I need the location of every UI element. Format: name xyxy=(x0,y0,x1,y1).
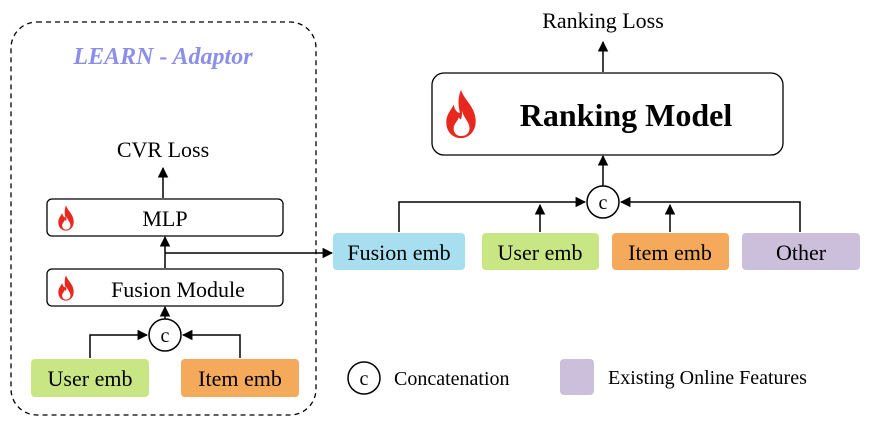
feature-box-user-emb: User emb xyxy=(482,233,599,270)
legend-existing-swatch xyxy=(560,359,594,395)
adaptor-user-emb-label: User emb xyxy=(48,366,133,391)
concat-circle-icon: c xyxy=(347,361,381,395)
adaptor-item-emb-box: Item emb xyxy=(181,359,299,397)
legend-concat-label: Concatenation xyxy=(394,368,510,390)
arrow-user-to-concat xyxy=(89,329,149,358)
ranking-loss-label: Ranking Loss xyxy=(542,8,664,33)
feature-box-item-emb: Item emb xyxy=(612,233,729,270)
fusion-module-box: Fusion Module xyxy=(46,268,284,307)
arrow-item-to-concat xyxy=(181,329,241,358)
adaptor-item-emb-label: Item emb xyxy=(198,366,282,391)
feature-label-user-emb: User emb xyxy=(498,240,583,265)
ranking-model-box: Ranking Model xyxy=(431,72,784,156)
feature-box-other: Other xyxy=(742,233,860,270)
arrow-other-to-concat xyxy=(619,196,801,232)
ranking-model-label: Ranking Model xyxy=(520,97,733,133)
concat-symbol: c xyxy=(599,192,608,214)
feature-label-item-emb: Item emb xyxy=(628,240,712,265)
feature-label-other: Other xyxy=(776,240,827,265)
feature-label-fusion-emb: Fusion emb xyxy=(347,240,450,265)
concat-symbol: c xyxy=(161,325,170,347)
arrow-fusion-emb-to-concat xyxy=(398,196,587,232)
adaptor-user-emb-box: User emb xyxy=(31,359,149,397)
legend-existing-label: Existing Online Features xyxy=(608,367,807,389)
adaptor-title: LEARN - Adaptor xyxy=(72,44,253,70)
legend: c Concatenation Existing Online Features xyxy=(347,359,807,395)
concat-circle-icon: c xyxy=(148,318,182,352)
concat-symbol: c xyxy=(360,368,369,390)
cvr-loss-label: CVR Loss xyxy=(117,137,209,162)
concat-circle-icon: c xyxy=(586,185,620,219)
feature-box-fusion-emb: Fusion emb xyxy=(333,233,465,270)
mlp-box: MLP xyxy=(46,198,284,237)
adaptor-container xyxy=(10,21,317,416)
fusion-module-label: Fusion Module xyxy=(111,277,245,302)
mlp-label: MLP xyxy=(142,206,187,231)
